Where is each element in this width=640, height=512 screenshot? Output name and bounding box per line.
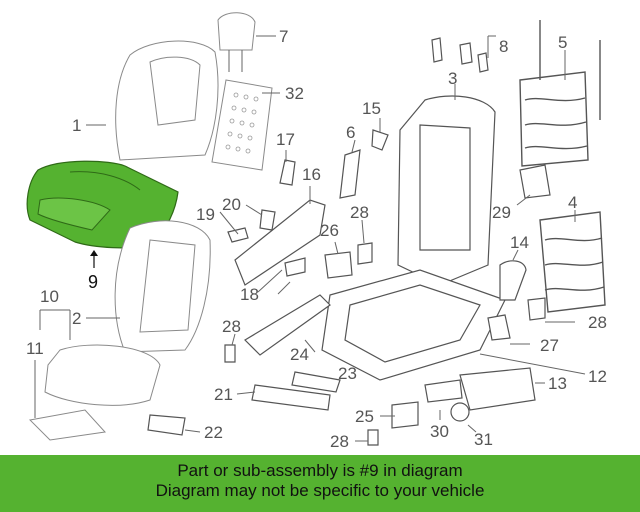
callout-27: 27	[540, 336, 559, 355]
callout-14: 14	[510, 233, 529, 252]
callout-16: 16	[302, 165, 321, 184]
callout-30: 30	[430, 422, 449, 441]
part-seat-back-cover	[115, 40, 219, 161]
part-seat-back-frame	[397, 95, 496, 286]
callout-15: 15	[362, 99, 381, 118]
part-seat-back-lower	[114, 220, 211, 353]
callout-28-left: 28	[222, 317, 241, 336]
callout-22: 22	[204, 423, 223, 442]
callout-5: 5	[558, 33, 567, 52]
callout-3: 3	[448, 69, 457, 88]
callout-labels: 1 2 3 4 5 6 7 8 9 10 11 12 13 14 15 16 1…	[26, 27, 607, 451]
callout-28-top: 28	[350, 203, 369, 222]
callout-23: 23	[338, 364, 357, 383]
callout-11: 11	[26, 339, 44, 358]
callout-31: 31	[474, 430, 493, 449]
callout-6: 6	[346, 123, 355, 142]
part-seat-base-frame	[321, 269, 506, 381]
part-back-panel	[211, 79, 273, 171]
callout-18: 18	[240, 285, 259, 304]
callout-13: 13	[548, 374, 567, 393]
callout-20: 20	[222, 195, 241, 214]
leader-lines	[34, 35, 586, 442]
callout-25: 25	[355, 407, 374, 426]
banner-line-disclaimer: Diagram may not be specific to your vehi…	[155, 481, 485, 500]
callout-26: 26	[320, 221, 339, 240]
part-spring-mat-lower	[539, 211, 606, 313]
info-banner: Part or sub-assembly is #9 in diagram Di…	[0, 455, 640, 512]
callout-4: 4	[568, 193, 577, 212]
part-spring-mat-upper	[519, 20, 601, 167]
callout-12: 12	[588, 367, 607, 386]
callout-2: 2	[72, 309, 81, 328]
callout-32: 32	[285, 84, 304, 103]
callout-10: 10	[40, 287, 59, 306]
banner-line-part: Part or sub-assembly is #9 in diagram	[177, 461, 463, 480]
callout-28-right: 28	[588, 313, 607, 332]
callout-24: 24	[290, 345, 309, 364]
callout-19: 19	[196, 205, 215, 224]
part-small-components	[147, 37, 551, 446]
callout-17: 17	[276, 130, 295, 149]
part-cushion-pad	[28, 344, 161, 441]
seat-parts-diagram: 1 2 3 4 5 6 7 8 9 10 11 12 13 14 15 16 1…	[26, 12, 607, 451]
part-headrest	[217, 12, 256, 72]
callout-21: 21	[214, 385, 233, 404]
callout-7: 7	[279, 27, 288, 46]
callout-9-highlighted: 9	[88, 272, 98, 292]
callout-28-bottom: 28	[330, 432, 349, 451]
callout-8: 8	[499, 37, 508, 56]
callout-29: 29	[492, 203, 511, 222]
callout-1: 1	[72, 116, 81, 135]
